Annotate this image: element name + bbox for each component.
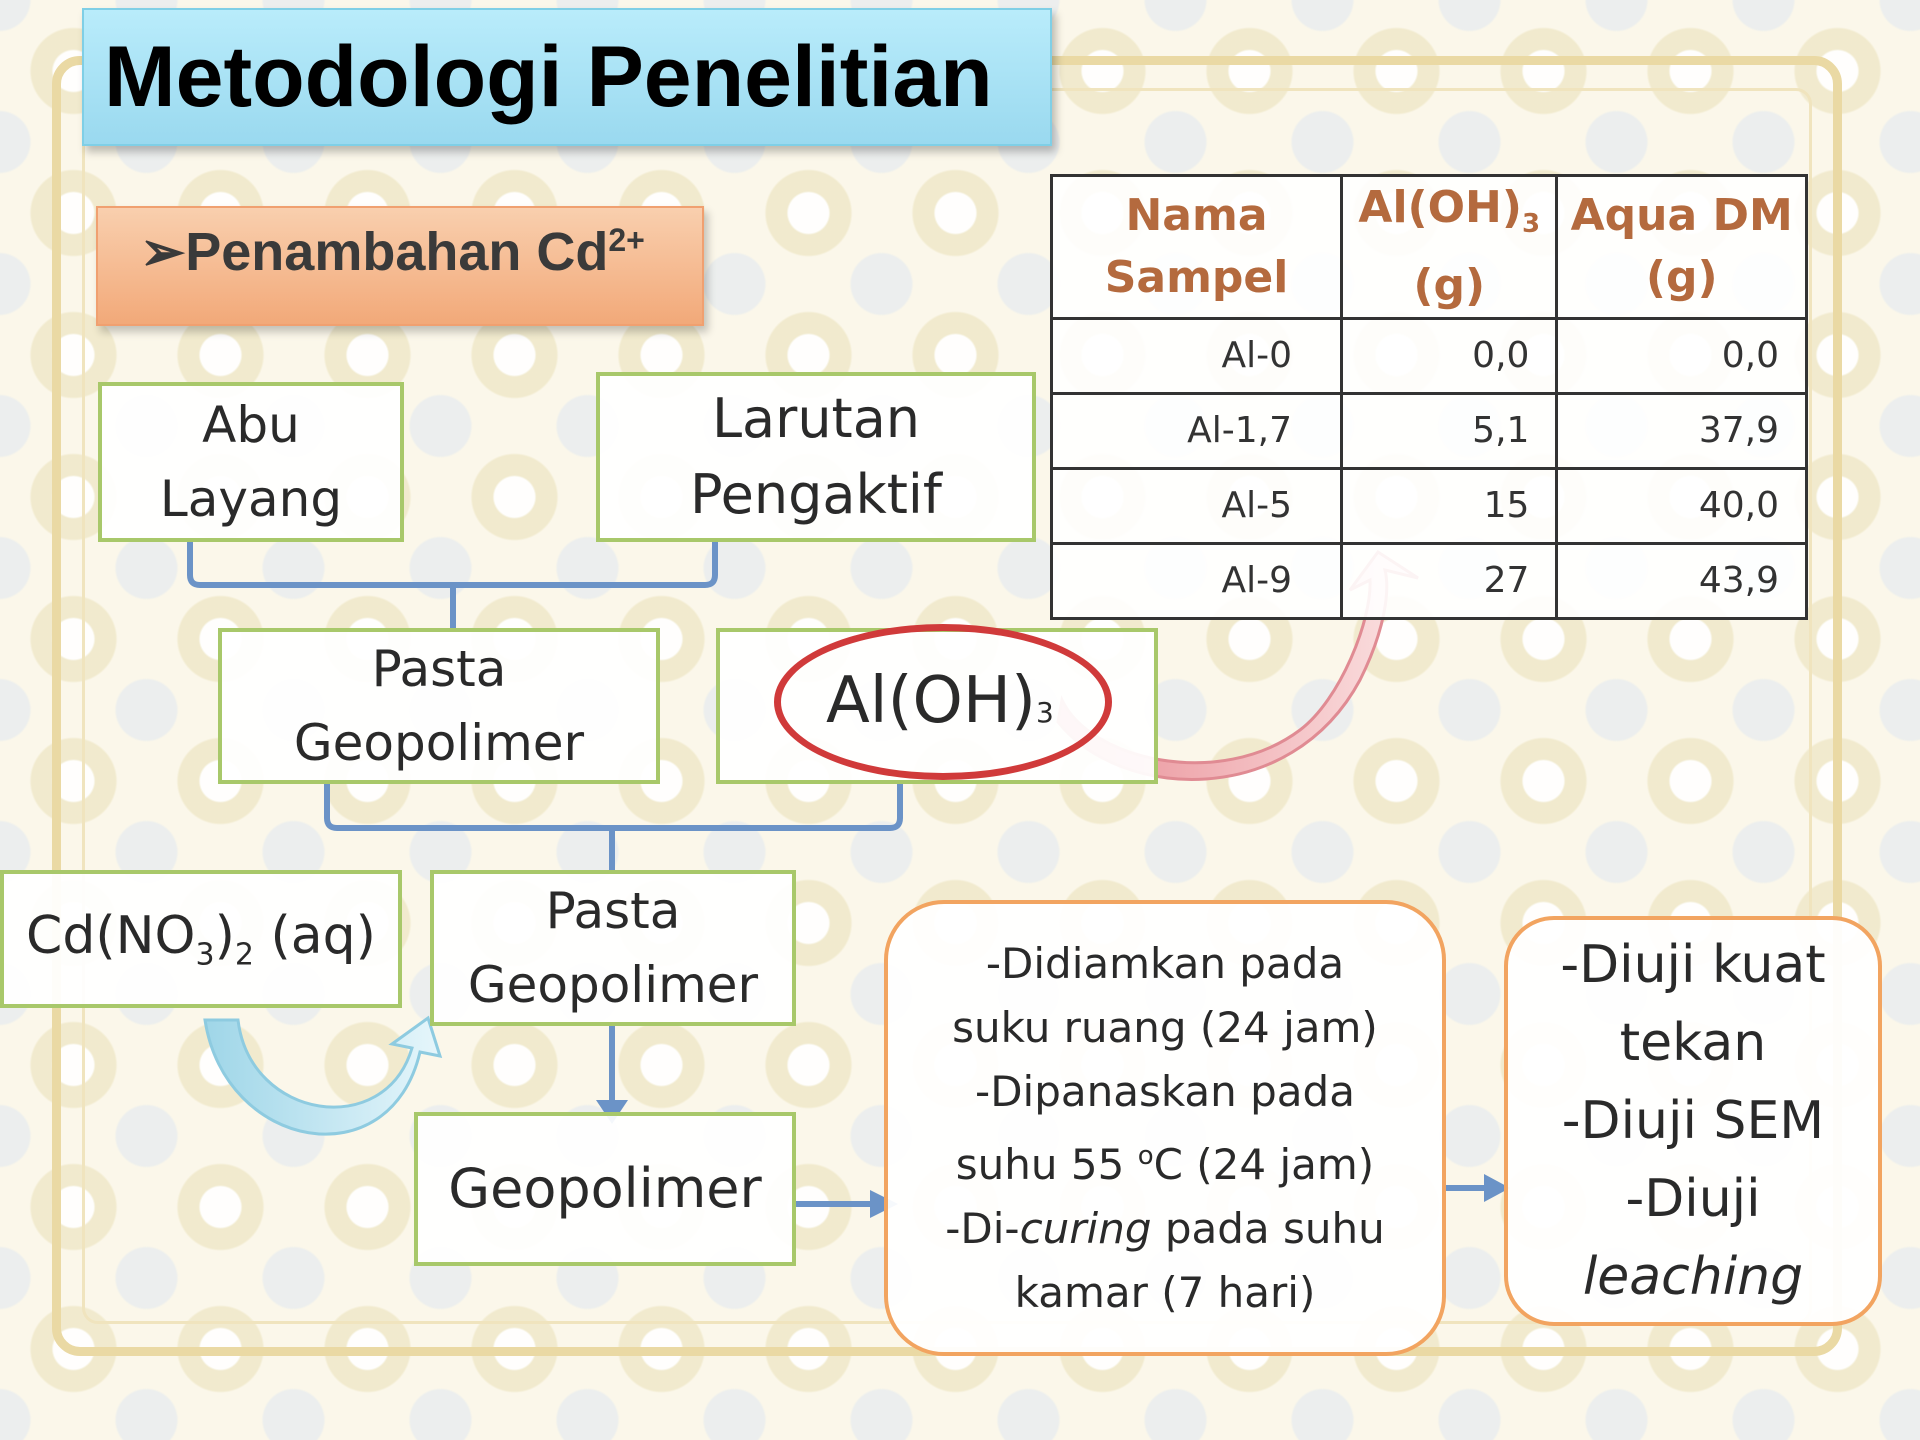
cdno3-label: Cd(NO3)2 (aq) [26, 905, 376, 973]
highlight-ellipse [774, 624, 1112, 780]
tests-box: -Diuji kuat tekan -Diuji SEM -Diuji leac… [1504, 916, 1882, 1326]
curved-arrow-to-pasta [203, 1015, 443, 1136]
header-aqua-dm: Aqua DM(g) [1555, 174, 1808, 320]
process-steps-box: -Didiamkan pada suku ruang (24 jam) -Dip… [884, 900, 1446, 1356]
bullet-arrow-icon: ➢ [140, 222, 186, 282]
box-pasta-geopolimer-1: Pasta Geopolimer [218, 628, 660, 784]
box-pasta-geopolimer-2: Pasta Geopolimer [430, 870, 796, 1026]
header-aloh3: Al(OH)3(g) [1340, 174, 1559, 320]
bracket-connector-2 [324, 782, 903, 870]
bracket-connector-1 [187, 540, 718, 630]
box-cdno3: Cd(NO3)2 (aq) [0, 870, 402, 1008]
title-banner [82, 8, 1052, 146]
box-abu-layang: Abu Layang [98, 382, 404, 542]
page-title: Metodologi Penelitian [104, 29, 993, 125]
section-subtitle: ➢Penambahan Cd2+ [140, 222, 645, 282]
subtitle-banner [96, 206, 704, 326]
box-geopolimer: Geopolimer [414, 1112, 796, 1266]
aloh3-label: Al(OH)3 [826, 664, 1054, 738]
box-larutan-pengaktif: Larutan Pengaktif [596, 372, 1036, 542]
